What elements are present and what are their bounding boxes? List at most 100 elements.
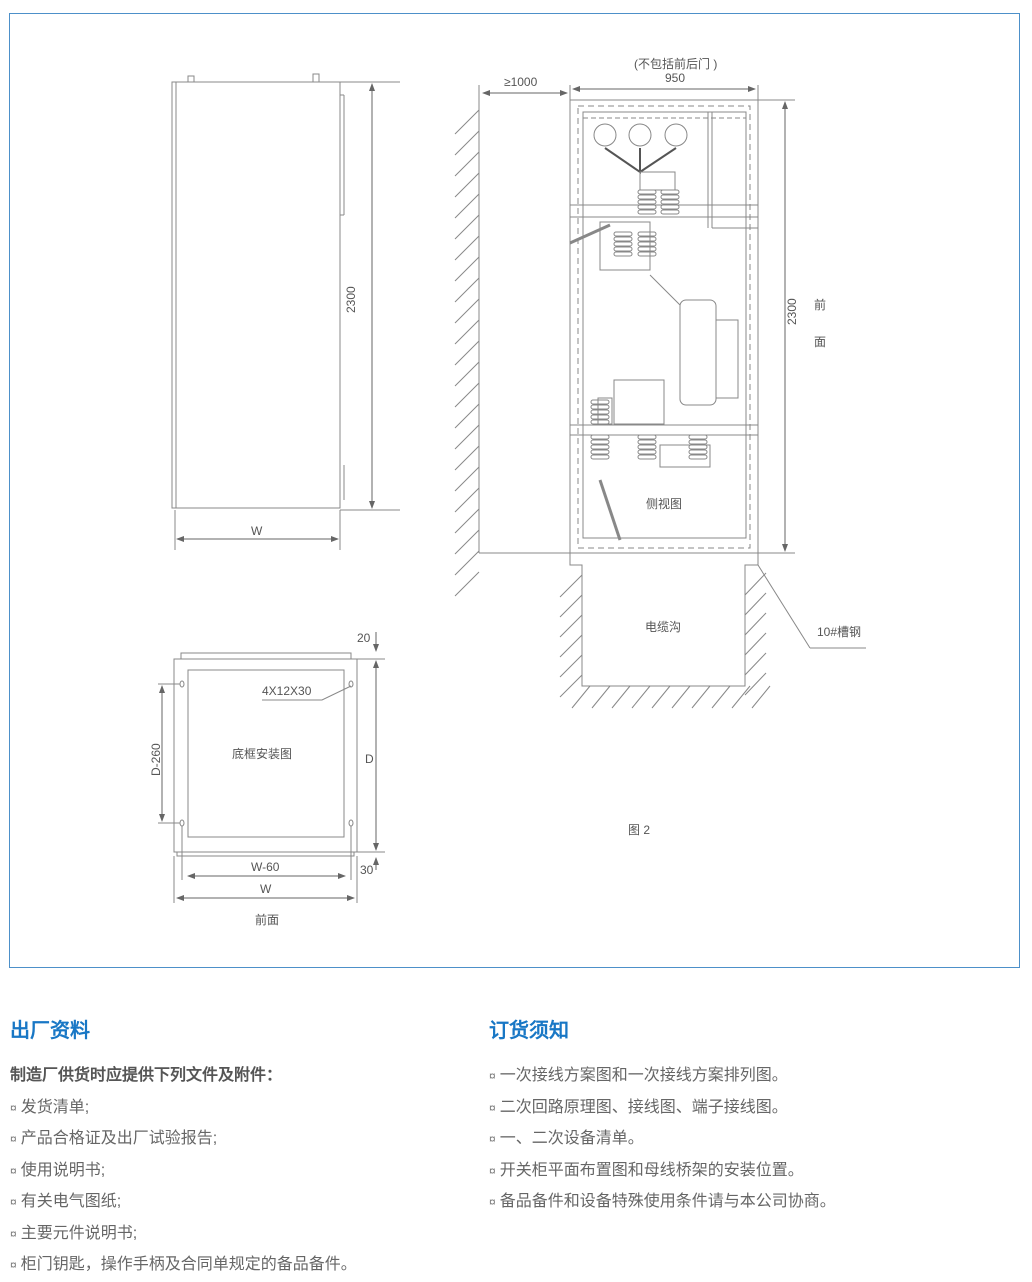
bullet-icon: ¤ [10, 1226, 17, 1241]
hatch-line [731, 685, 751, 709]
insulator-icon [637, 444, 657, 450]
insulator-icon [637, 439, 657, 445]
list-item: ¤发货清单; [10, 1092, 357, 1124]
insulator-icon [637, 194, 657, 200]
insulator-icon [660, 199, 680, 205]
hatch-line [571, 685, 591, 709]
hatch-line [454, 172, 480, 198]
insulator-icon [688, 434, 708, 440]
insulator-icon [637, 204, 657, 210]
hatch-line [454, 361, 480, 387]
list-item: ¤有关电气图纸; [10, 1186, 357, 1218]
insulator-icon [590, 449, 610, 455]
insulator-icon [637, 454, 657, 460]
insulator-icon [637, 251, 657, 257]
factory-docs-intro: 制造厂供货时应提供下列文件及附件： [10, 1067, 283, 1084]
insulator-icon [590, 419, 610, 425]
hatch-line [744, 652, 767, 676]
insulator-icon [590, 439, 610, 445]
list-item-text: 产品合格证及出厂试验报告; [20, 1130, 218, 1147]
figure-label: 图 2 [628, 823, 650, 837]
insulator-icon [660, 189, 680, 195]
bullet-icon: ¤ [489, 1100, 496, 1115]
list-item-text: 开关柜平面布置图和母线桥架的安装位置。 [499, 1161, 804, 1179]
insulator-icon [688, 449, 708, 455]
dim-top: 20 [357, 631, 371, 645]
insulator-icon [637, 231, 657, 237]
hatch-line [591, 685, 611, 709]
hatch-line [454, 487, 480, 513]
hatch-line [454, 403, 480, 429]
hatch-line [454, 445, 480, 471]
hatch-line [454, 319, 480, 345]
hatch-line [454, 508, 480, 534]
hatch-line [691, 685, 711, 709]
insulator-icon [613, 251, 633, 257]
list-item-text: 一次接线方案图和一次接线方案排列图。 [499, 1067, 788, 1084]
insulator-icon [613, 236, 633, 242]
side-view-label: 侧视图 [646, 496, 682, 511]
hatch-line [611, 685, 631, 709]
insulator-icon [637, 236, 657, 242]
insulator-icon [660, 209, 680, 215]
hatch-line [454, 151, 480, 177]
hatch-line [751, 685, 771, 709]
insulator-icon [613, 241, 633, 247]
hole-spec: 4X12X30 [262, 684, 312, 698]
channel-label: 10#槽钢 [817, 625, 861, 639]
hatch-line [744, 672, 767, 696]
insulator-icon [590, 414, 610, 420]
clearance-dim: ≥1000 [504, 75, 538, 89]
hatch-line [454, 466, 480, 492]
factory-docs-section: 出厂资料 制造厂供货时应提供下列文件及附件： ¤发货清单;¤产品合格证及出厂试验… [10, 1016, 357, 1281]
dim-hole-depth: D-260 [149, 743, 163, 776]
insulator-icon [613, 246, 633, 252]
insulator-icon [688, 454, 708, 460]
list-item-text: 柜门钥匙，操作手柄及合同单规定的备品备件。 [20, 1256, 357, 1273]
insulator-icon [590, 454, 610, 460]
hatch-line [559, 574, 583, 598]
insulator-icon [660, 204, 680, 210]
insulator-icon [590, 444, 610, 450]
list-item-text: 一、二次设备清单。 [499, 1130, 644, 1147]
hatch-line [744, 632, 767, 656]
list-item: ¤产品合格证及出厂试验报告; [10, 1123, 357, 1155]
list-item: ¤一、二次设备清单。 [489, 1123, 836, 1155]
front-view [171, 73, 400, 550]
hatch-line [744, 612, 767, 636]
insulator-icon [637, 189, 657, 195]
hatch-line [454, 277, 480, 303]
front-height-dim: 2300 [344, 286, 358, 313]
bullet-icon: ¤ [10, 1100, 17, 1115]
side-height-dim: 2300 [785, 298, 799, 325]
front-width-dim: W [251, 524, 263, 538]
bullet-icon: ¤ [10, 1258, 17, 1272]
base-frame-view [158, 632, 385, 903]
insulator-icon [590, 399, 610, 405]
dim-depth: D [365, 752, 374, 766]
hatch-line [454, 214, 480, 240]
front-label-1: 前 [814, 297, 826, 312]
hatch-line [454, 109, 480, 135]
insulator-icon [637, 434, 657, 440]
order-notes-title: 订货须知 [489, 1020, 569, 1042]
dim-hole-width: W-60 [251, 860, 280, 874]
bullet-icon: ¤ [10, 1132, 17, 1146]
list-item-text: 备品备件和设备特殊使用条件请与本公司协商。 [499, 1193, 836, 1210]
list-item-text: 二次回路原理图、接线图、端子接线图。 [499, 1098, 788, 1116]
hatch-line [744, 572, 767, 596]
base-front-label: 前面 [255, 912, 279, 927]
bullet-icon: ¤ [10, 1195, 17, 1209]
hatch-line [559, 634, 583, 658]
hatch-line [651, 685, 671, 709]
insulator-icon [660, 194, 680, 200]
side-top-note: (不包括前后门 ) [634, 56, 717, 71]
hatch-line [559, 654, 583, 678]
drawing-frame [9, 13, 1020, 968]
insulator-icon [688, 439, 708, 445]
hatch-line [559, 674, 583, 698]
hatch-line [631, 685, 651, 709]
list-item-text: 有关电气图纸; [20, 1193, 122, 1210]
hatch-line [454, 550, 480, 576]
order-notes-section: 订货须知 ¤一次接线方案图和一次接线方案排列图。¤二次回路原理图、接线图、端子接… [489, 1016, 836, 1218]
